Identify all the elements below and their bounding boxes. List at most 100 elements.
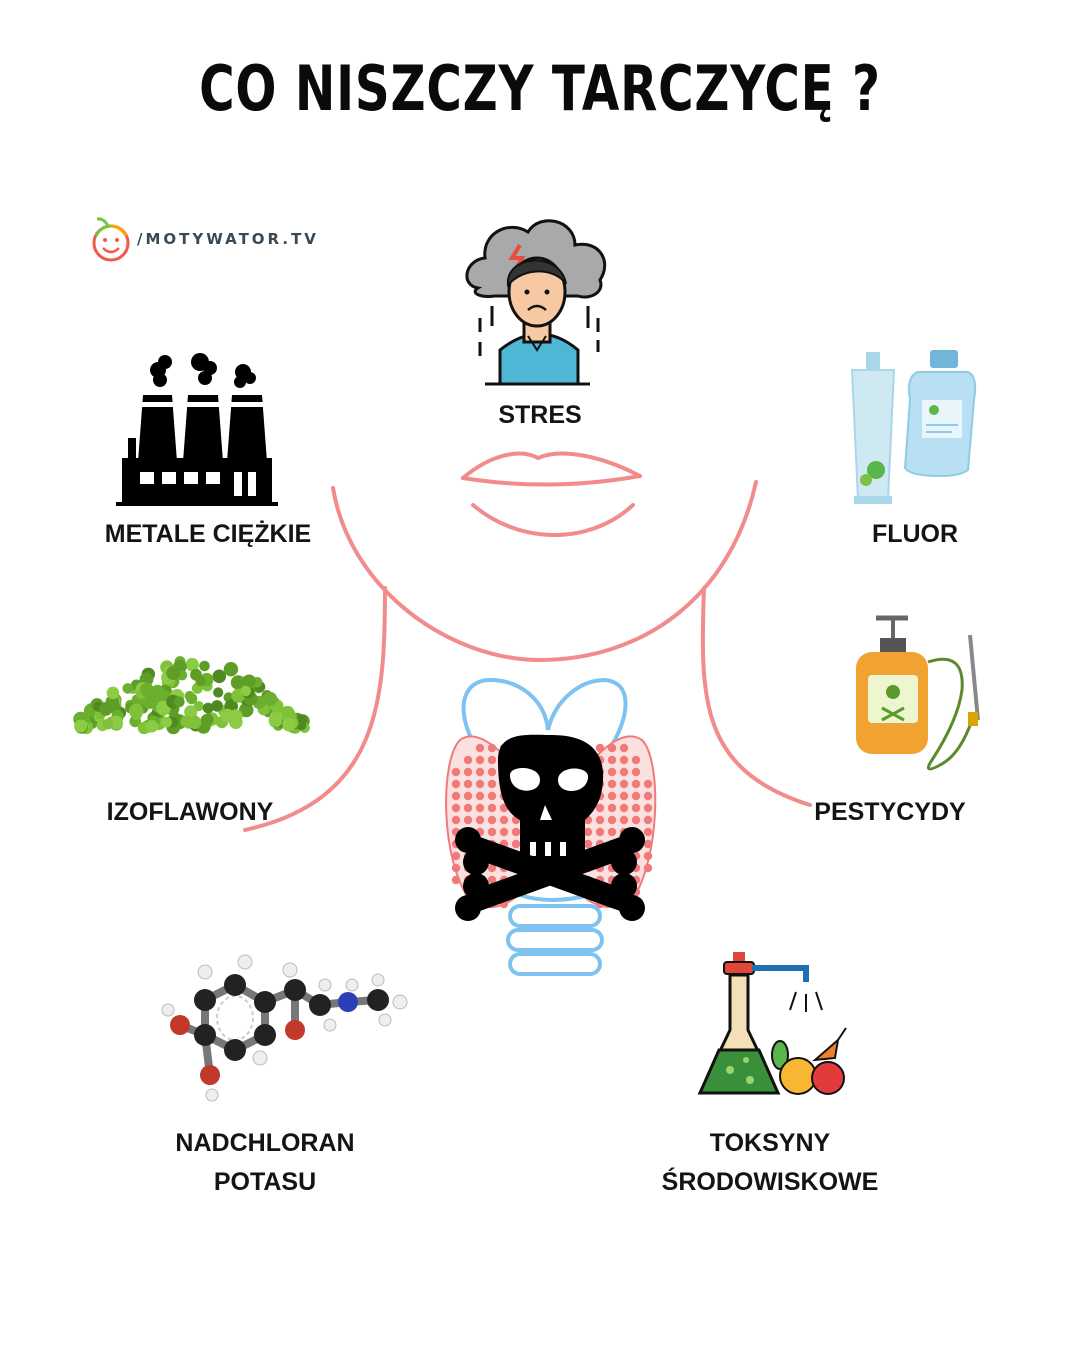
pea — [240, 685, 251, 697]
thyroid-cell — [631, 755, 641, 765]
thyroid-cell — [463, 779, 473, 789]
thyroid-cell — [499, 815, 509, 825]
thyroid-cell — [487, 755, 497, 765]
pea — [184, 705, 198, 719]
pea — [202, 702, 214, 714]
pea — [183, 718, 194, 729]
pea — [74, 719, 88, 733]
thyroid-cell — [451, 851, 461, 861]
thyroid-skull-icon — [445, 677, 657, 976]
label-izoflawony: IZOFLAWONY — [106, 798, 274, 826]
thyroid-cell — [619, 755, 629, 765]
thyroid-cell — [475, 743, 485, 753]
thyroid-cell — [607, 779, 617, 789]
label-srodowiskowe: ŚRODOWISKOWE — [661, 1168, 879, 1196]
thyroid-cell — [595, 803, 605, 813]
pea — [296, 720, 307, 731]
thyroid-cell — [487, 875, 497, 885]
pea — [122, 683, 134, 694]
pea — [173, 696, 185, 708]
thyroid-cell — [631, 779, 641, 789]
thyroid-cell — [643, 851, 653, 861]
thyroid-cell — [595, 815, 605, 825]
pesticide-sprayer-icon — [856, 615, 980, 771]
pea — [271, 716, 282, 727]
thyroid-cell — [463, 815, 473, 825]
label-pestycydy: PESTYCYDY — [814, 798, 966, 826]
thyroid-cell — [631, 815, 641, 825]
thyroid-cell — [619, 803, 629, 813]
pea — [161, 716, 172, 728]
thyroid-cell — [595, 743, 605, 753]
pea — [99, 702, 113, 716]
thyroid-cell — [451, 875, 461, 885]
pea — [282, 717, 296, 732]
label-stres: STRES — [498, 401, 582, 429]
toxic-flask-icon — [697, 952, 847, 1095]
stressed-person-icon — [465, 219, 607, 386]
thyroid-cell — [583, 827, 593, 837]
pea — [232, 678, 243, 689]
thyroid-cell — [607, 755, 617, 765]
thyroid-cell — [607, 815, 617, 825]
thyroid-cell — [619, 743, 629, 753]
thyroid-cell — [511, 839, 521, 849]
thyroid-cell — [475, 755, 485, 765]
thyroid-cell — [643, 827, 653, 837]
pea — [166, 666, 181, 680]
thyroid-cell — [619, 767, 629, 777]
label-toksyny: TOKSYNY — [709, 1129, 831, 1157]
thyroid-cell — [499, 827, 509, 837]
thyroid-cell — [511, 827, 521, 837]
thyroid-cell — [607, 803, 617, 813]
pea — [211, 700, 223, 712]
thyroid-cell — [463, 767, 473, 777]
thyroid-cell — [487, 827, 497, 837]
pea — [213, 687, 224, 698]
thyroid-cell — [487, 863, 497, 873]
green-peas-icon — [73, 656, 310, 735]
pea — [212, 669, 227, 684]
pea — [229, 715, 243, 729]
thyroid-cell — [619, 815, 629, 825]
label-metale-ciezkie: METALE CIĘŻKIE — [104, 520, 312, 548]
thyroid-cell — [607, 827, 617, 837]
thyroid-cell — [487, 803, 497, 813]
pea — [186, 693, 198, 705]
label-potasu: POTASU — [213, 1168, 317, 1196]
thyroid-cell — [487, 779, 497, 789]
thyroid-cell — [451, 779, 461, 789]
thyroid-cell — [451, 767, 461, 777]
pea — [223, 662, 239, 677]
pea — [142, 694, 158, 709]
thyroid-cell — [463, 791, 473, 801]
toothpaste-mouthwash-icon — [850, 350, 977, 504]
thyroid-cell — [463, 803, 473, 813]
thyroid-cell — [487, 815, 497, 825]
thyroid-cell — [583, 839, 593, 849]
thyroid-cell — [643, 791, 653, 801]
pea — [145, 720, 159, 733]
label-nadchloran: NADCHLORAN — [175, 1129, 355, 1157]
pea — [190, 668, 202, 681]
thyroid-cell — [475, 779, 485, 789]
thyroid-cell — [451, 803, 461, 813]
thyroid-cell — [643, 839, 653, 849]
pea — [106, 686, 120, 700]
brand-text: /MOTYWATOR.TV — [137, 230, 319, 248]
pea — [199, 660, 210, 672]
thyroid-cell — [451, 863, 461, 873]
thyroid-cell — [631, 767, 641, 777]
thyroid-cell — [487, 767, 497, 777]
thyroid-cell — [487, 743, 497, 753]
thyroid-cell — [643, 779, 653, 789]
thyroid-cell — [631, 803, 641, 813]
thyroid-cell — [643, 815, 653, 825]
pea — [263, 691, 278, 706]
pea — [140, 682, 154, 697]
thyroid-cell — [475, 791, 485, 801]
thyroid-cell — [631, 791, 641, 801]
smiley-apple-logo-icon — [92, 217, 130, 262]
